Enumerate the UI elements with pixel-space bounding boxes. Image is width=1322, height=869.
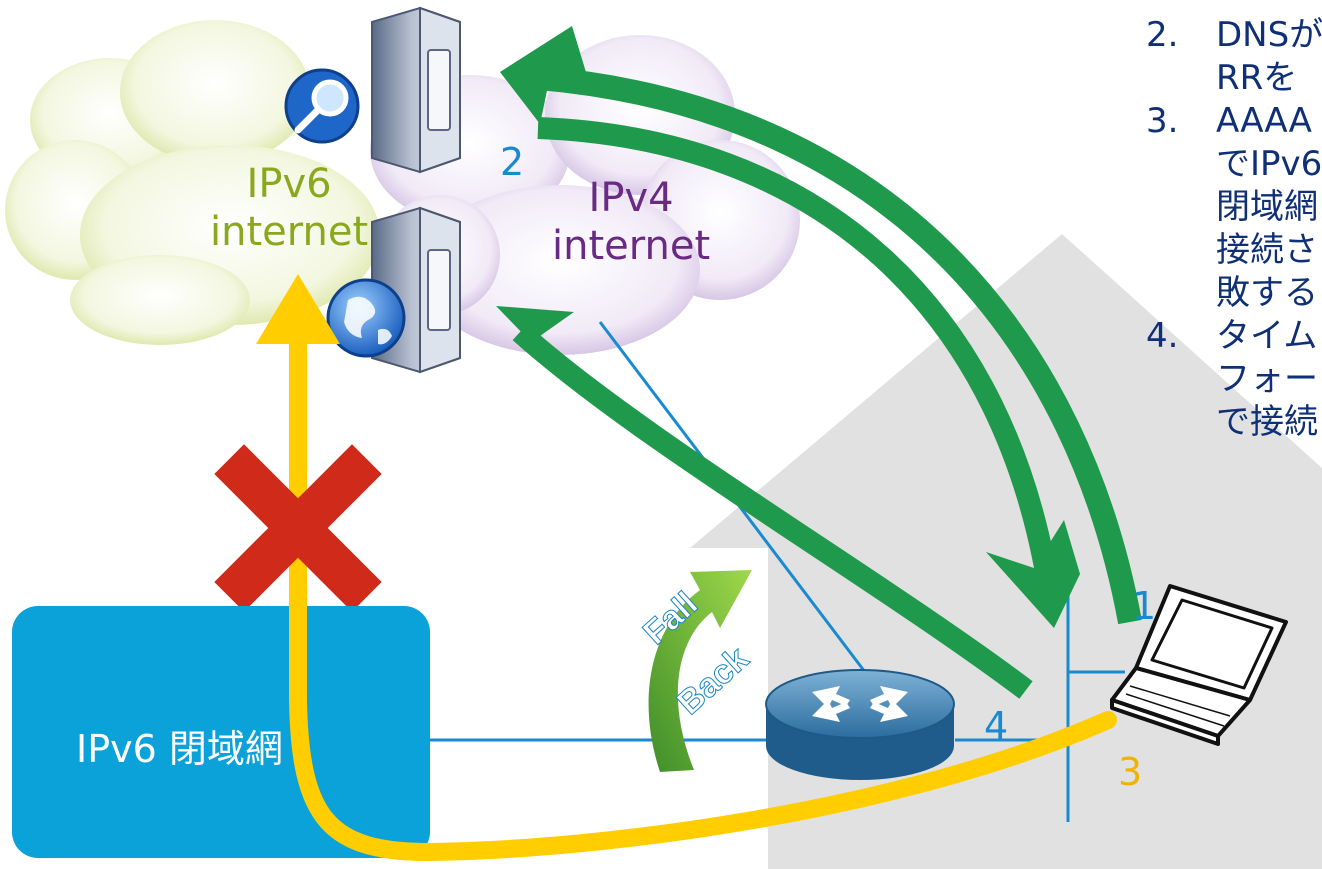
marker-dns: 2 — [500, 140, 525, 184]
step-item: 3. AAAA でIPv6 閉域網 接続さ 敗する — [1146, 100, 1322, 315]
green-arrows — [496, 26, 1142, 699]
step-item: 2. DNSが RRを — [1146, 14, 1322, 100]
ipv6-attempt-arrowhead — [256, 274, 340, 344]
step-number: 3. — [1146, 101, 1179, 141]
ipv6-label-line2: internet — [210, 209, 369, 255]
router-icon — [765, 669, 955, 780]
ipv6-label-line1: IPv6 — [246, 161, 332, 207]
ipv4-label-line2: internet — [552, 223, 711, 269]
marker-ipv6-attempt: 3 — [1118, 750, 1143, 794]
blocked-x-icon — [214, 444, 382, 612]
closed-network-label: IPv6 閉域網 — [76, 727, 283, 771]
dns-answer-arrowhead — [986, 520, 1080, 628]
step-text: AAAA でIPv6 閉域網 接続さ 敗する — [1216, 101, 1322, 313]
step-text: DNSが RRを — [1216, 15, 1322, 98]
laptop-icon — [1110, 584, 1288, 746]
step-text: タイム フォー で接続 — [1216, 316, 1318, 442]
marker-fallback-path: 4 — [984, 704, 1009, 748]
ipv6-closed-network-box: IPv6 閉域網 — [12, 606, 430, 858]
ipv6-cloud-label: IPv6 internet — [210, 160, 368, 256]
step-item: 4. タイム フォー で接続 — [1146, 315, 1322, 444]
ipv6-internet-cloud — [5, 20, 380, 345]
fallback-connect-arrowhead — [496, 306, 574, 372]
dns-server-icon — [284, 6, 461, 174]
marker-client: 1 — [1132, 584, 1157, 628]
ipv4-cloud-label: IPv4 internet — [552, 174, 710, 270]
steps-list: 2. DNSが RRを 3. AAAA でIPv6 閉域網 接続さ 敗する 4.… — [1146, 14, 1322, 574]
ipv4-label-line1: IPv4 — [588, 175, 674, 221]
step-number: 2. — [1146, 15, 1179, 55]
web-server-icon — [326, 206, 461, 374]
dns-query-arrowhead — [500, 26, 592, 124]
fallback-arrow-icon — [648, 570, 752, 772]
step-number: 4. — [1146, 316, 1179, 356]
